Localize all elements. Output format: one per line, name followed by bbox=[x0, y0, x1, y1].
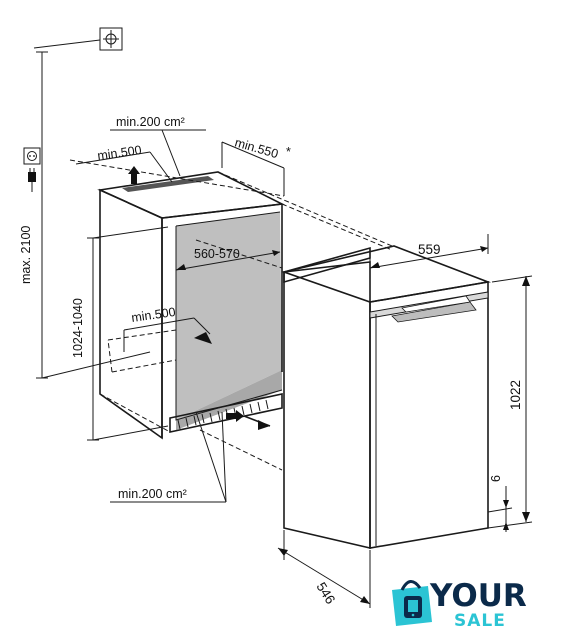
top-vent-callout: min.200 cm² min.500 bbox=[75, 115, 206, 184]
niche-height-label: 1024-1040 bbox=[71, 298, 85, 358]
appliance-height-label: 1022 bbox=[508, 380, 523, 410]
logo-word-your: YOUR bbox=[429, 578, 527, 614]
vent-top-area-label: min.200 cm² bbox=[116, 115, 185, 129]
power-socket-icon bbox=[23, 147, 41, 165]
niche-width-label: 560-570 bbox=[194, 247, 240, 261]
appliance-fridge bbox=[281, 245, 492, 550]
appliance-depth-label: 546 bbox=[313, 580, 338, 607]
niche-depth-note: * bbox=[286, 145, 291, 159]
inner-depth-dimension: min.500 bbox=[123, 305, 212, 352]
max-height-dimension: max. 2100 bbox=[19, 51, 151, 379]
logo-word-sale: SALE bbox=[454, 611, 506, 631]
appliance-depth-dimension: 546 bbox=[277, 530, 371, 608]
appliance-width-label: 559 bbox=[418, 242, 441, 257]
inner-depth-label: min.500 bbox=[130, 305, 176, 325]
projection-lines bbox=[69, 159, 393, 471]
vent-bottom-area-label: min.200 cm² bbox=[118, 487, 187, 501]
niche-width-dimension: 560-570 bbox=[175, 247, 281, 271]
plinth-gap-label: 6 bbox=[489, 475, 503, 482]
niche-height-dimension: 1024-1040 bbox=[71, 226, 169, 441]
yoursale-logo: YOUR SALE bbox=[392, 578, 527, 631]
appliance-width-dimension: 559 bbox=[369, 234, 489, 274]
max-height-label: max. 2100 bbox=[19, 226, 33, 284]
vent-top-depth-label: min.500 bbox=[96, 143, 142, 163]
shopping-bag-icon bbox=[392, 580, 432, 626]
plinth-gap-dimension: 6 bbox=[487, 475, 513, 532]
niche-cabinet bbox=[97, 171, 285, 440]
niche-depth-label: min.550 bbox=[233, 135, 280, 161]
appliance-height-dimension: 1022 bbox=[487, 275, 533, 529]
water-connection-symbol bbox=[33, 27, 123, 51]
power-plug-icon bbox=[28, 168, 36, 192]
bottom-vent-callout: min.200 cm² bbox=[110, 410, 271, 503]
